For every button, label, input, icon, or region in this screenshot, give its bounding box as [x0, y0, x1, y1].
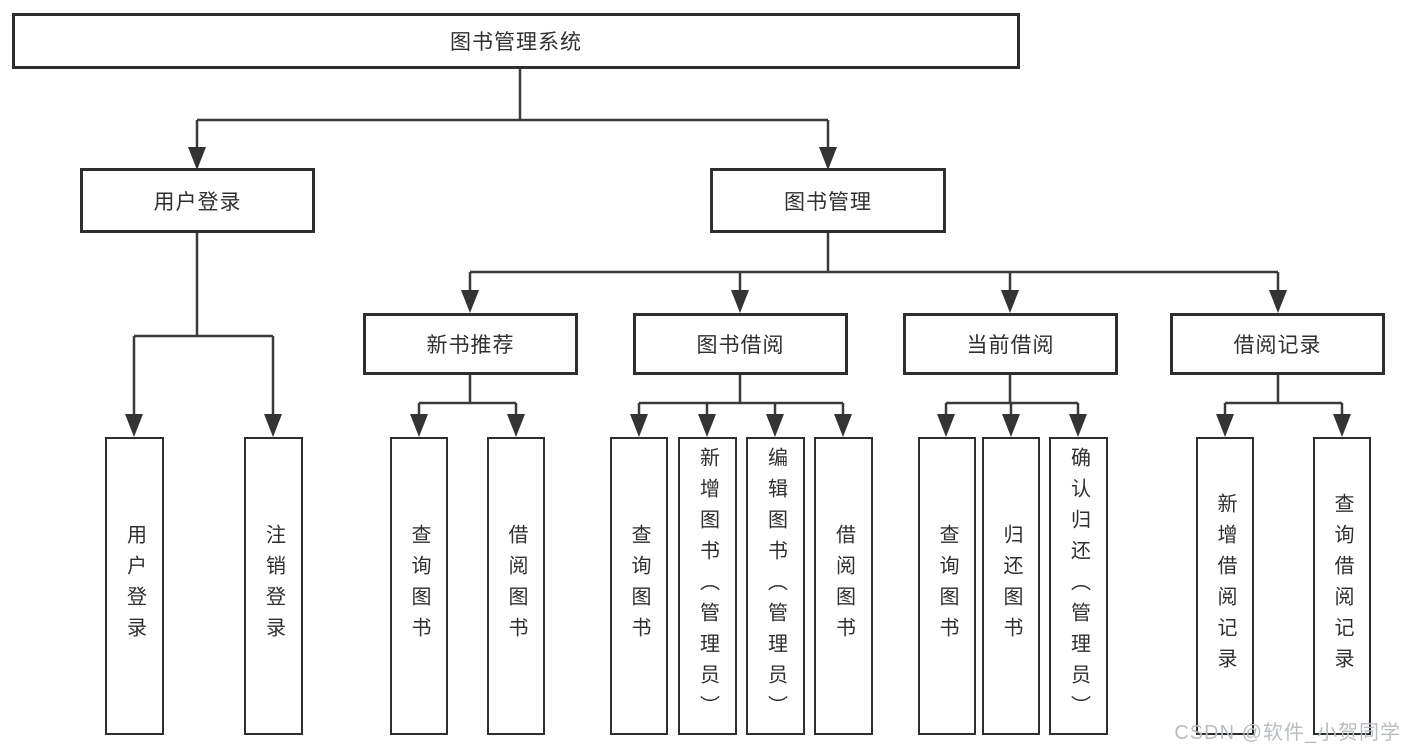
- leaf-label: 查询图书: [936, 524, 958, 648]
- leaf-borrow-books-recommend: 借阅图书: [487, 437, 545, 735]
- leaf-label: 用户登录: [123, 524, 146, 648]
- leaf-user-login: 用户登录: [105, 437, 164, 735]
- edge-records-to-leaves: [1223, 375, 1344, 417]
- leaf-label: 新增图书（管理员）: [696, 446, 719, 726]
- leaf-label: 借阅图书: [832, 524, 855, 648]
- edge-book-mgmt-to-level3: [468, 233, 1280, 293]
- node-book-borrowing: 图书借阅: [633, 313, 848, 375]
- leaf-label: 查询图书: [628, 524, 650, 648]
- leaf-return-books: 归还图书: [982, 437, 1040, 735]
- leaf-label: 注销登录: [262, 524, 285, 648]
- leaf-borrow-books-borrowing: 借阅图书: [814, 437, 873, 735]
- leaf-query-books-current: 查询图书: [918, 437, 976, 735]
- node-library-management-system: 图书管理系统: [12, 13, 1020, 69]
- node-current-borrowing: 当前借阅: [903, 313, 1118, 375]
- leaf-label: 确认归还（管理员）: [1067, 446, 1090, 726]
- node-user-login: 用户登录: [80, 168, 315, 233]
- edge-user-login-to-leaves: [132, 233, 275, 417]
- edge-new-book-to-leaves: [417, 375, 518, 417]
- edge-borrowing-to-leaves: [637, 375, 845, 417]
- leaf-label: 查询借阅记录: [1331, 493, 1353, 679]
- leaf-add-borrow-record: 新增借阅记录: [1196, 437, 1254, 735]
- leaf-add-book-admin: 新增图书（管理员）: [678, 437, 737, 735]
- leaf-label: 归还图书: [1000, 524, 1022, 648]
- node-book-management: 图书管理: [710, 168, 946, 233]
- leaf-label: 新增借阅记录: [1214, 493, 1236, 679]
- node-new-book-recommendation: 新书推荐: [363, 313, 578, 375]
- edge-current-to-leaves: [944, 375, 1080, 417]
- leaf-query-books-recommend: 查询图书: [390, 437, 448, 735]
- leaf-query-borrow-record: 查询借阅记录: [1313, 437, 1371, 735]
- leaf-confirm-return-admin: 确认归还（管理员）: [1049, 437, 1108, 735]
- leaf-label: 查询图书: [408, 524, 430, 648]
- leaf-query-books-borrowing: 查询图书: [610, 437, 668, 735]
- edge-root-to-level2: [195, 68, 830, 150]
- node-borrowing-records: 借阅记录: [1170, 313, 1385, 375]
- leaf-label: 编辑图书（管理员）: [764, 446, 787, 726]
- leaf-label: 借阅图书: [505, 524, 527, 648]
- leaf-logout: 注销登录: [244, 437, 303, 735]
- leaf-edit-book-admin: 编辑图书（管理员）: [746, 437, 805, 735]
- watermark: CSDN @软件_小贺同学: [1174, 722, 1401, 744]
